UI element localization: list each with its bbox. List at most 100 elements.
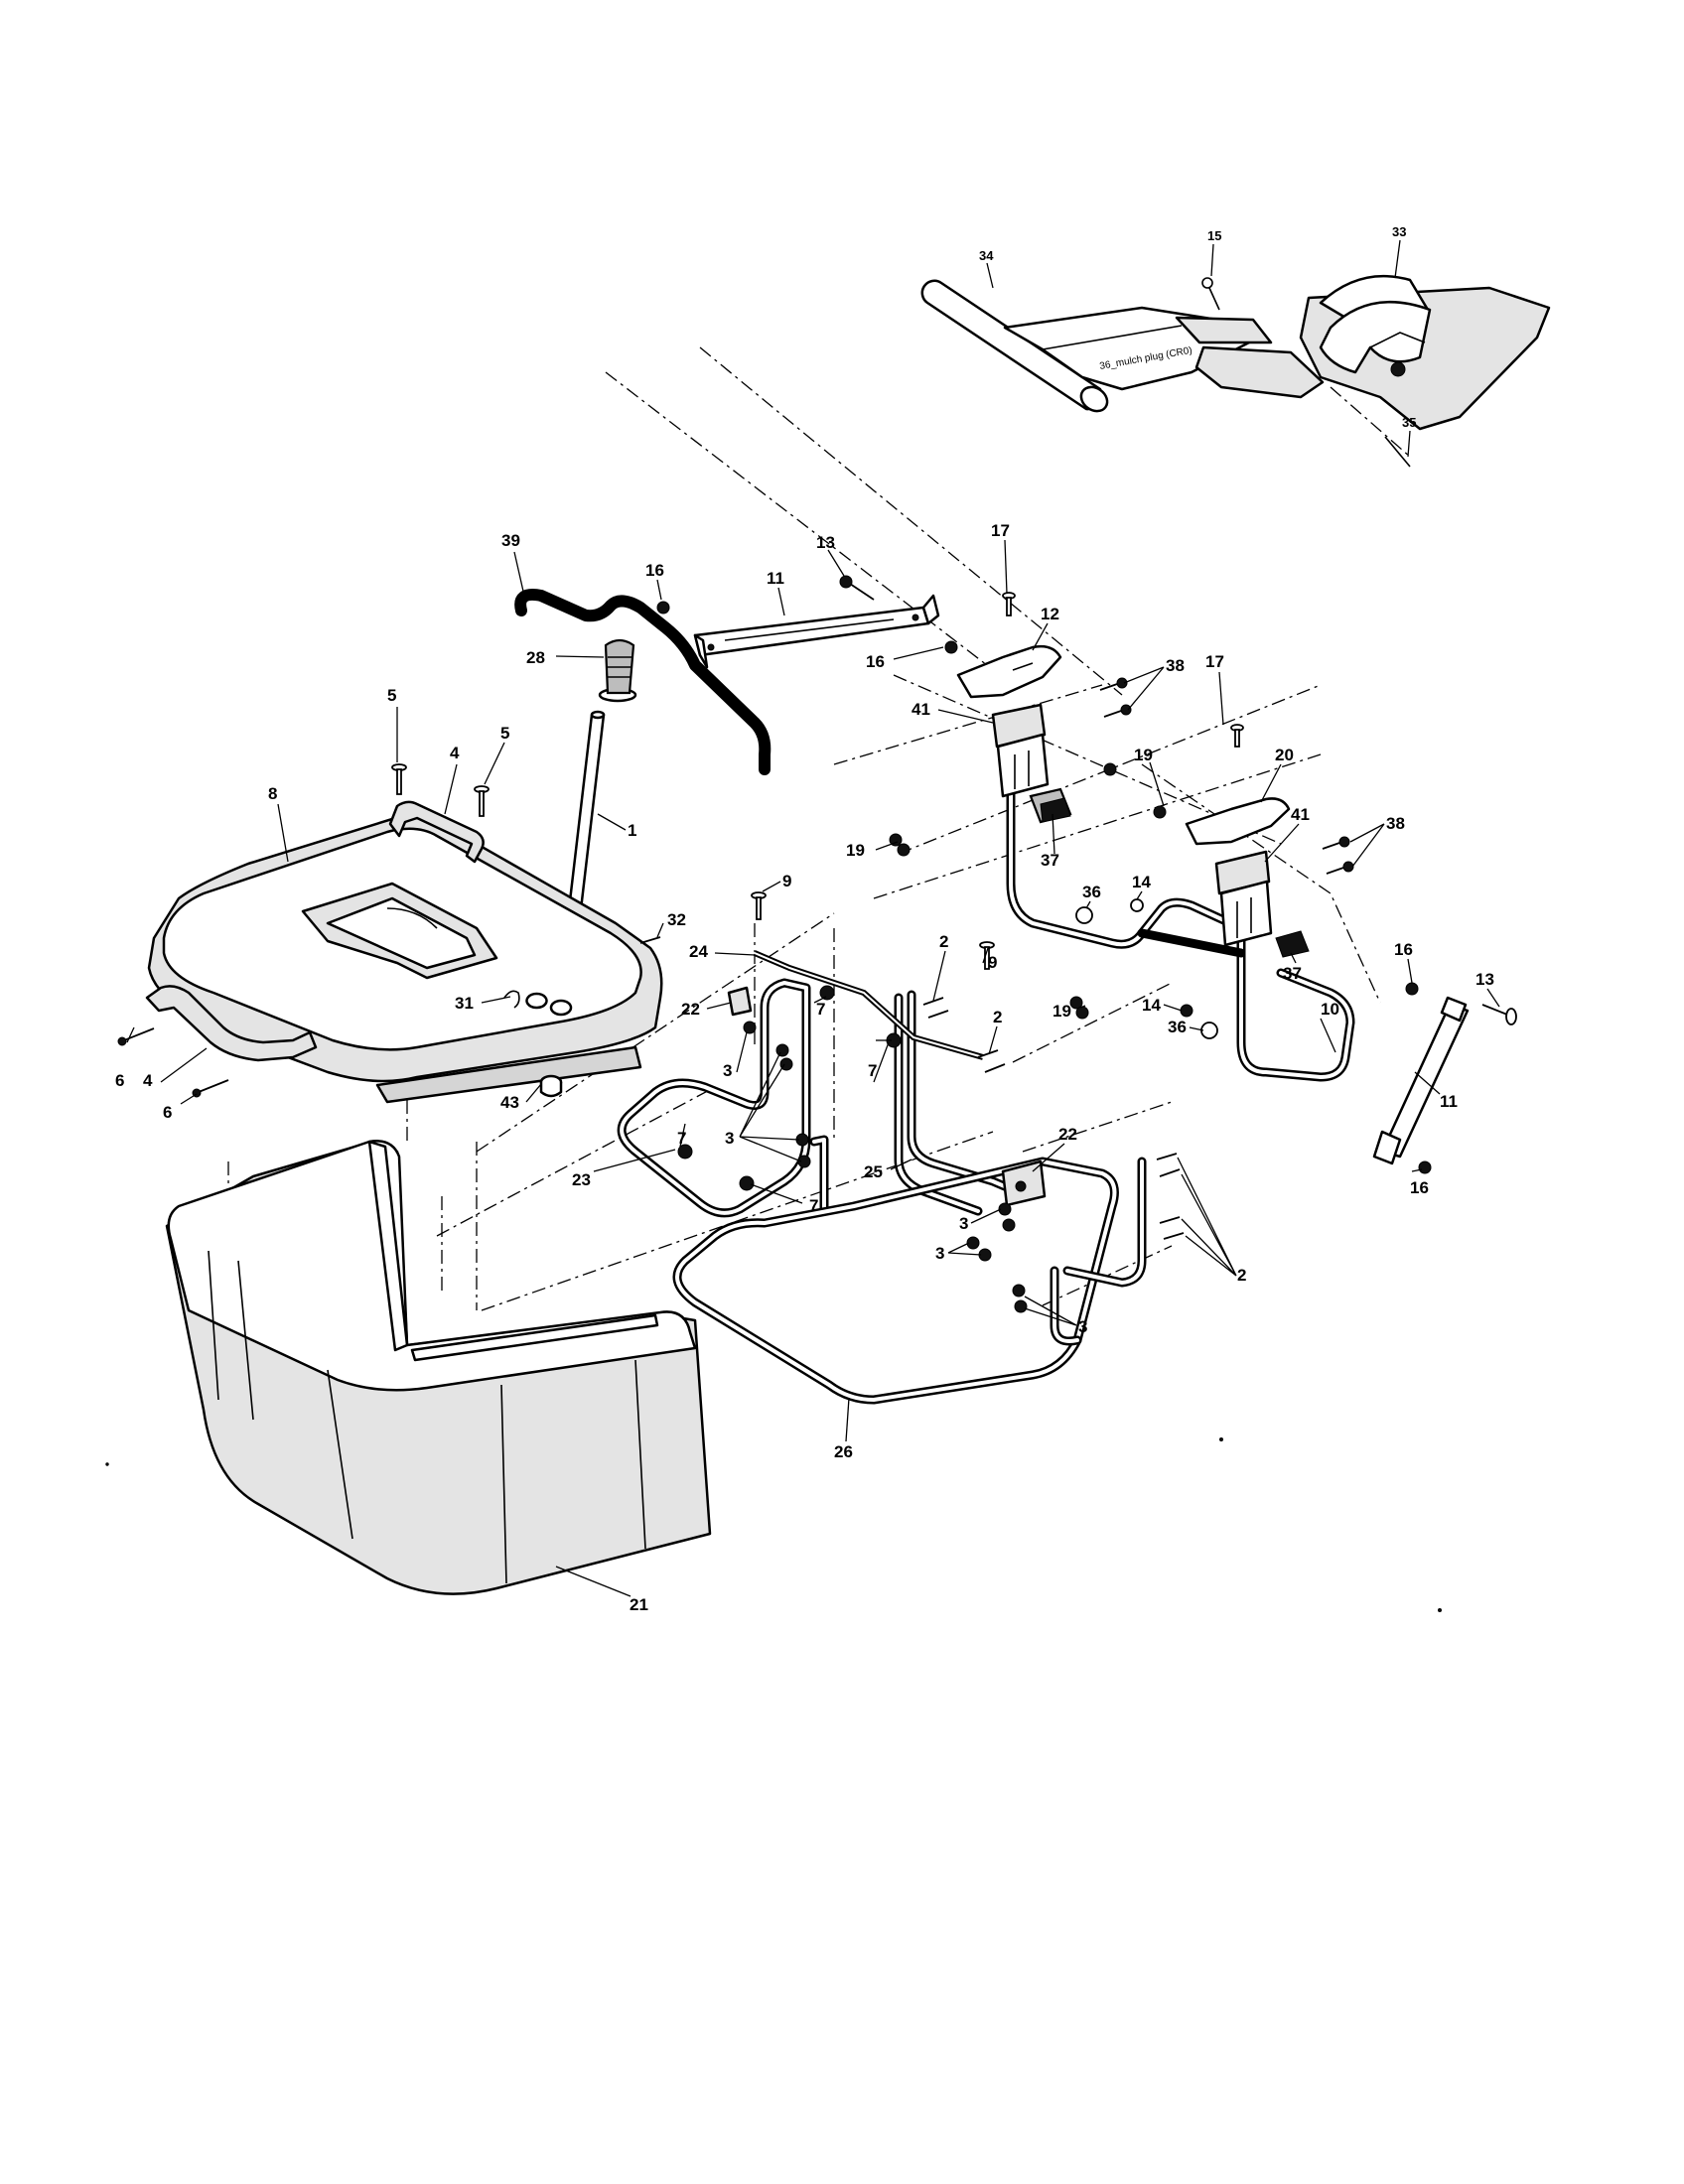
callout-25: 25	[864, 1162, 883, 1181]
part-36-washer-a	[1075, 906, 1093, 924]
part-21-bag	[165, 1140, 712, 1595]
callout-24: 24	[689, 942, 708, 961]
part-5-bolt-a	[391, 763, 407, 795]
part-37-block-lower	[1275, 930, 1310, 958]
part-11-right-bracket	[1372, 996, 1470, 1165]
callout-11: 11	[1440, 1092, 1458, 1111]
callout-5: 5	[500, 724, 509, 743]
callout-37: 37	[1283, 964, 1302, 983]
part-24-rod	[753, 950, 984, 1060]
callout-16: 16	[1410, 1178, 1429, 1197]
part-41-bracket-upper	[991, 703, 1050, 798]
part-latch-block	[1194, 345, 1325, 399]
callout-labels: 34 15 33 35 39 13 16 11 17 12 28 16 38 4…	[115, 224, 1494, 1614]
callout-13: 13	[816, 533, 835, 552]
stray-dot	[1219, 1437, 1223, 1441]
callout-5: 5	[387, 686, 396, 705]
callout-22: 22	[681, 1000, 700, 1019]
part-19-washer-e	[1069, 996, 1083, 1010]
part-17-bolt-b	[1230, 724, 1244, 748]
part-13-bolt-top	[839, 575, 875, 601]
part-43-plug	[539, 1074, 563, 1098]
part-32-bolt	[639, 936, 661, 944]
part-9-bolt-a	[751, 891, 767, 920]
part-38-bolts-lower	[1322, 836, 1354, 875]
callout-41: 41	[912, 700, 930, 719]
inset-mulch-plug-assembly: 36_mulch plug (CR0)	[920, 274, 1551, 468]
part-37-block-upper	[1029, 787, 1072, 824]
callout-3: 3	[1078, 1317, 1087, 1336]
callout-3: 3	[723, 1061, 732, 1080]
callout-15: 15	[1207, 228, 1221, 243]
part-10-support-frame	[1006, 750, 1355, 1082]
callout-10: 10	[1321, 1000, 1339, 1019]
part-19-washer-f	[1075, 1006, 1089, 1020]
callout-7: 7	[816, 1000, 825, 1019]
part-14-bolt-b	[1180, 1004, 1193, 1018]
callout-7: 7	[809, 1196, 818, 1215]
callout-9: 9	[782, 872, 791, 890]
part-2-bolts-c	[1156, 1153, 1185, 1240]
stray-dot	[105, 1462, 109, 1466]
callout-12: 12	[1041, 605, 1059, 623]
part-19-washer-a	[1103, 762, 1117, 776]
callout-2: 2	[1237, 1266, 1246, 1285]
part-31-cotter	[503, 990, 520, 1009]
callout-26: 26	[834, 1442, 853, 1461]
callout-13: 13	[1475, 970, 1494, 989]
part-12-clip	[956, 644, 1062, 699]
callout-38: 38	[1166, 656, 1185, 675]
part-16-nut-c	[1405, 982, 1419, 996]
callout-34: 34	[979, 248, 994, 263]
callout-22: 22	[1058, 1125, 1077, 1144]
callout-17: 17	[1205, 652, 1224, 671]
part-19-washer-d	[897, 843, 911, 857]
callout-37: 37	[1041, 851, 1059, 870]
callout-16: 16	[866, 652, 885, 671]
part-6-bolt-a	[117, 1027, 155, 1046]
part-4-handle-lower	[145, 985, 318, 1062]
part-19-washer-c	[889, 833, 903, 847]
callout-16: 16	[645, 561, 664, 580]
part-35-rod	[1330, 386, 1411, 458]
callout-41: 41	[1291, 805, 1310, 824]
callout-1: 1	[628, 821, 636, 840]
callout-28: 28	[526, 648, 545, 667]
part-36-washer-b	[1200, 1022, 1218, 1039]
part-6-bolt-b	[192, 1079, 229, 1098]
callout-7: 7	[677, 1129, 686, 1148]
part-13-bolt-right	[1481, 1004, 1517, 1025]
part-17-bolt-a	[1002, 592, 1016, 616]
part-39-rod	[514, 589, 772, 775]
callout-36: 36	[1082, 883, 1101, 901]
part-5-bolt-b	[474, 785, 490, 817]
callout-39: 39	[501, 531, 520, 550]
callout-17: 17	[991, 521, 1010, 540]
callout-35: 35	[1402, 415, 1416, 430]
callout-3: 3	[725, 1129, 734, 1148]
callout-6: 6	[115, 1071, 124, 1090]
part-16-nut-d	[1418, 1160, 1432, 1174]
callout-9: 9	[988, 953, 997, 972]
part-latch-bracket	[1175, 316, 1273, 344]
callout-32: 32	[667, 910, 686, 929]
callout-3: 3	[935, 1244, 944, 1263]
callout-38: 38	[1386, 814, 1405, 833]
callout-23: 23	[572, 1170, 591, 1189]
callout-2: 2	[993, 1008, 1002, 1026]
part-16-nut-a	[656, 601, 670, 614]
callout-2: 2	[939, 932, 948, 951]
part-15-pin	[1208, 287, 1220, 311]
callout-14: 14	[1142, 996, 1161, 1015]
callout-36: 36	[1168, 1018, 1187, 1036]
part-11-upper-bracket	[693, 594, 940, 669]
part-23-frame-loop	[617, 978, 829, 1218]
part-2-bolts-a	[922, 997, 949, 1019]
callout-4: 4	[143, 1071, 153, 1090]
stray-dot	[1438, 1608, 1442, 1612]
callout-14: 14	[1132, 873, 1151, 891]
fasteners	[117, 575, 1517, 1313]
callout-43: 43	[500, 1093, 519, 1112]
callout-19: 19	[846, 841, 865, 860]
